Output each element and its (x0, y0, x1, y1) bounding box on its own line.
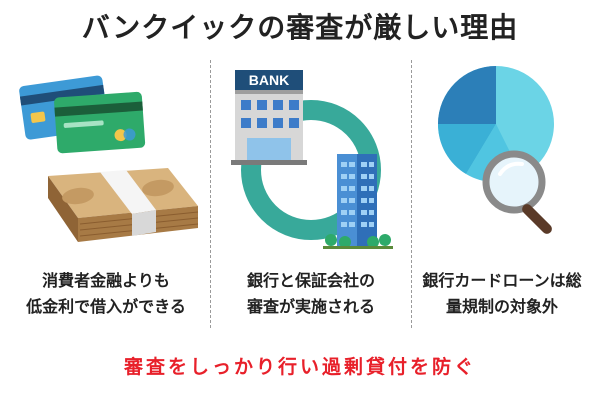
divider (411, 60, 412, 328)
column-total-volume: 銀行カードローンは総 量規制の対象外 (404, 58, 600, 338)
caption-line: 審査が実施される (246, 297, 375, 316)
caption-total-volume: 銀行カードローンは総 量規制の対象外 (404, 268, 600, 320)
caption-low-interest: 消費者金融よりも 低金利で借入ができる (8, 268, 204, 320)
page-title: バンクイックの審査が厳しい理由 (81, 11, 519, 44)
cash-and-cards-icon (19, 75, 199, 242)
caption-line: 低金利で借入ができる (26, 297, 186, 316)
divider (210, 60, 211, 328)
caption-line: 銀行と保証会社の (246, 271, 375, 290)
bank-guarantee-icon: BANK (231, 70, 393, 249)
column-dual-screening: BANK (213, 58, 409, 338)
caption-line: 銀行カードローンは総 (422, 271, 582, 290)
bank-sign: BANK (249, 72, 289, 88)
caption-dual-screening: 銀行と保証会社の 審査が実施される (213, 268, 409, 320)
caption-line: 量規制の対象外 (445, 297, 558, 316)
pie-chart-magnifier-icon (437, 66, 554, 234)
conclusion-text: 審査をしっかり行い過剰貸付を防ぐ (123, 356, 476, 378)
column-low-interest: 消費者金融よりも 低金利で借入ができる (8, 58, 204, 338)
caption-line: 消費者金融よりも (42, 271, 170, 290)
